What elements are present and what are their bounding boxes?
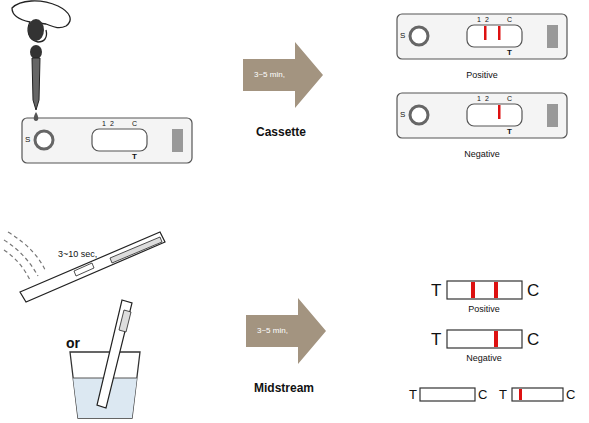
label: Negative — [464, 150, 500, 159]
label: 1 — [477, 95, 481, 102]
label: 1 — [477, 16, 481, 23]
label: or — [66, 336, 80, 350]
label: 2 — [485, 16, 489, 23]
label: T — [132, 153, 137, 161]
label: Positive — [468, 305, 500, 314]
label: C — [478, 388, 487, 401]
label: T — [431, 282, 441, 299]
label: 2 — [110, 120, 114, 127]
label: 2 — [485, 95, 489, 102]
label: C — [507, 95, 512, 102]
label: C — [527, 282, 539, 299]
method-label: Midstream — [254, 382, 314, 394]
step-arrow: 3~5 min, Midstream — [246, 298, 330, 398]
label: S — [400, 111, 405, 119]
label: T — [507, 128, 512, 136]
label: Positive — [466, 71, 498, 80]
label: T — [507, 49, 512, 57]
label: C — [507, 16, 512, 23]
label: T — [499, 388, 507, 401]
label: S — [25, 136, 30, 144]
method-label: Cassette — [256, 126, 306, 138]
label: T — [409, 388, 417, 401]
time-label: 3~5 min, — [257, 327, 288, 335]
time-label: 3~5 min, — [254, 71, 285, 79]
label: S — [400, 32, 405, 40]
label: C — [566, 388, 575, 401]
label: C — [132, 120, 137, 127]
step-arrow: 3~5 min, Cassette — [243, 42, 327, 142]
label: 3~10 sec, — [58, 250, 97, 259]
label: C — [527, 331, 539, 348]
label: T — [431, 331, 441, 348]
label: Negative — [466, 354, 502, 363]
label: 1 — [102, 120, 106, 127]
